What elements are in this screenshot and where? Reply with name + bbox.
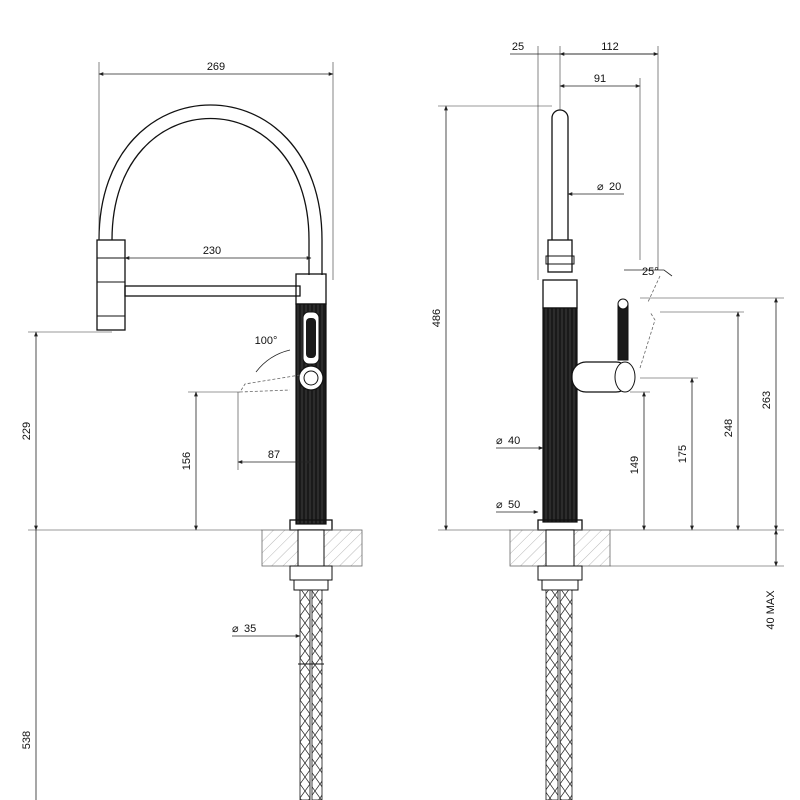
dim-base-diameter-label: 50	[508, 499, 520, 511]
front-mount-nut	[289, 565, 333, 581]
front-spout-arc-inner	[111, 118, 310, 275]
dim-body-diameter-label: 40	[508, 435, 520, 447]
dim-top-width-label: 112	[601, 41, 619, 53]
dim-handle-height-3-label: 248	[723, 419, 735, 437]
dim-handle-height-2-label: 175	[677, 445, 689, 463]
dim-spout-height-label: 229	[21, 422, 33, 440]
front-handle-knob-inner	[303, 370, 319, 386]
side-view: 25 112 91 ⌀ 20 25° 486 ⌀ 40 ⌀ 50 149 17	[431, 41, 784, 800]
front-lever-ghost	[239, 374, 301, 393]
side-collar	[542, 279, 578, 309]
dim-handle-height-label: 156	[181, 452, 193, 470]
side-shank	[545, 529, 575, 567]
dim-handle-height-4-label: 263	[761, 391, 773, 409]
dim-body-diameter-symbol: ⌀	[496, 435, 503, 447]
front-shank	[297, 529, 325, 567]
dim-spout-reach-label: 230	[203, 245, 221, 257]
side-spout-tube	[551, 109, 569, 240]
side-spout-joint-ring	[545, 255, 575, 265]
side-main-body	[542, 307, 578, 523]
dim-counter-thickness-label: 40 MAX	[765, 590, 777, 630]
dim-base-diameter-symbol: ⌀	[496, 499, 503, 511]
side-mount-nut	[537, 565, 583, 581]
side-lever-ghost	[639, 311, 656, 369]
dim-hose-length-label: 538	[21, 731, 33, 749]
front-lever	[306, 318, 316, 358]
dim-handle-height-1-label: 149	[629, 456, 641, 474]
dim-spout-offset-label: 91	[594, 73, 606, 85]
dim-total-height-label: 486	[431, 309, 443, 327]
front-view: 269 230 100° 229 156 87 ⌀ 35 538	[21, 61, 363, 800]
dim-25deg-line	[624, 269, 673, 277]
side-hose-2	[559, 589, 573, 800]
side-handle-cap	[614, 361, 636, 393]
dim-spout-diameter-symbol: ⌀	[597, 181, 604, 193]
side-lever-tip	[617, 298, 629, 310]
dim-handle-angle-label: 100°	[255, 335, 278, 347]
dim-hose-diameter-label: 35	[244, 623, 256, 635]
dim-hose-diameter-symbol: ⌀	[232, 623, 239, 635]
dim-top-offset-label: 25	[512, 41, 524, 53]
front-mount-washer	[293, 579, 329, 591]
front-support-arm	[124, 285, 301, 297]
front-angle-arc	[255, 349, 291, 373]
side-lever	[617, 304, 629, 361]
dim-total-width-label: 269	[207, 61, 225, 73]
front-spray-head	[96, 239, 126, 331]
front-spout-arc-outer	[98, 104, 323, 275]
side-hose-1	[545, 589, 559, 800]
side-mount-washer	[541, 579, 579, 591]
front-handle-knob	[298, 365, 324, 391]
front-hose-1	[299, 589, 311, 800]
dim-spout-diameter-label: 20	[609, 181, 621, 193]
dim-handle-reach-label: 87	[268, 449, 280, 461]
dim-side-handle-angle-label: 25°	[642, 266, 659, 278]
front-hose-2	[311, 589, 323, 800]
